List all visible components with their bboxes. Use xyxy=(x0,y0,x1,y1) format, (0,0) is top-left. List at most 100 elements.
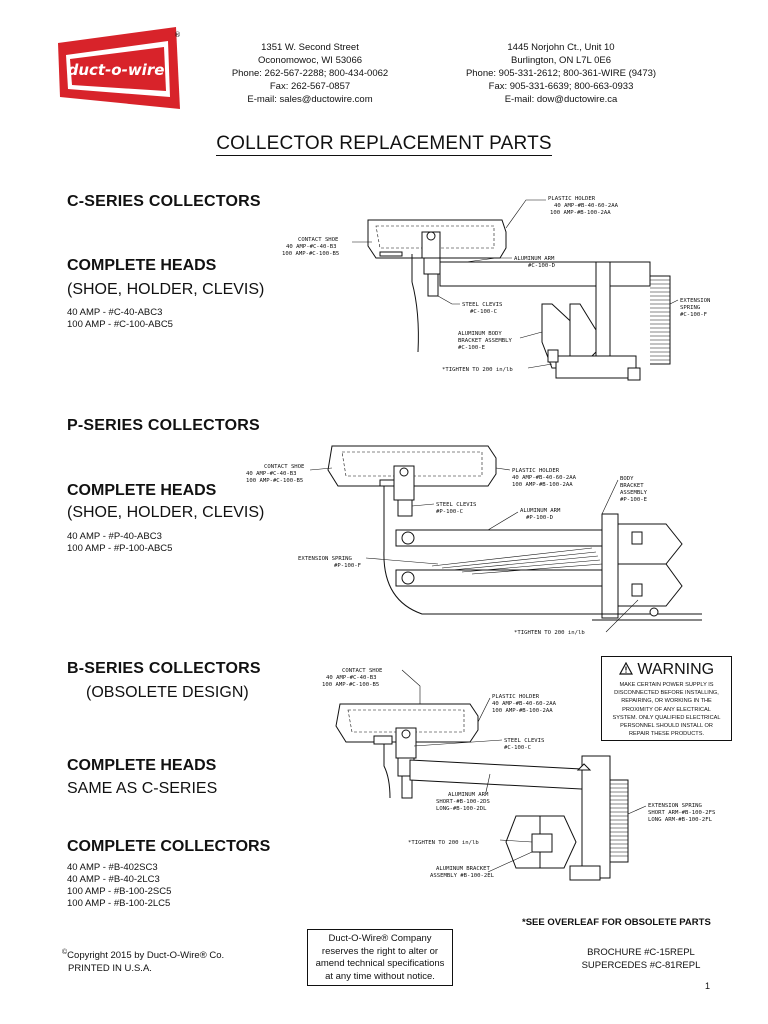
c-callout-contact-shoe-40: 40 AMP-#C-40-B3 xyxy=(286,244,337,250)
p-series-complete-heads: COMPLETE HEADS xyxy=(67,482,217,499)
warning-box: WARNING MAKE CERTAIN POWER SUPPLY IS DIS… xyxy=(601,656,732,741)
p-callout-plastic-holder-100: 100 AMP-#B-100-2AA xyxy=(512,482,573,488)
part-number: 100 AMP - #B-100-2SC5 xyxy=(67,886,172,897)
part-number: 40 AMP - #P-40-ABC3 xyxy=(67,531,162,542)
part-number: 100 AMP - #P-100-ABC5 xyxy=(67,543,173,554)
b-series-part-list: 40 AMP - #B-402SC3 40 AMP - #B-40-2LC3 1… xyxy=(67,862,171,910)
p-callout-contact-shoe: CONTACT SHOE xyxy=(264,464,305,470)
b-series-complete-heads: COMPLETE HEADS xyxy=(67,757,217,774)
b-callout-bracket-part: ASSEMBLY #B-100-2EL xyxy=(430,873,495,879)
p-callout-body-part: #P-100-E xyxy=(620,497,648,503)
b-callout-plastic-holder-40: 40 AMP-#B-40-60-2AA xyxy=(492,701,557,707)
copyright-line: Copyright 2015 by Duct-O-Wire® Co. xyxy=(67,950,225,961)
b-callout-extension-spring-long: LONG ARM-#B-100-2FL xyxy=(648,817,713,823)
office-us-line: 1351 W. Second Street xyxy=(261,42,359,53)
p-callout-aluminum-arm: ALUMINUM ARM xyxy=(520,508,561,514)
c-callout-extension-spring-2: SPRING xyxy=(680,305,701,311)
warning-line: PERSONNEL SHOULD INSTALL OR xyxy=(620,723,713,730)
b-callout-plastic-holder-100: 100 AMP-#B-100-2AA xyxy=(492,708,553,714)
notice-line: Duct-O-Wire® Company xyxy=(328,933,432,944)
p-series-part-list: 40 AMP - #P-40-ABC3 100 AMP - #P-100-ABC… xyxy=(67,531,172,555)
warning-title-text: WARNING xyxy=(637,661,715,678)
c-callout-bracket-part: #C-100-E xyxy=(458,345,486,351)
office-ca-address: 1445 Norjohn Ct., Unit 10 Burlington, ON… xyxy=(448,41,674,106)
b-callout-contact-shoe-100: 100 AMP-#C-100-B5 xyxy=(322,682,379,688)
b-callout-extension-spring: EXTENSION SPRING xyxy=(648,803,703,809)
brochure-block: BROCHURE #C-15REPL SUPERCEDES #C-81REPL xyxy=(568,946,714,972)
document-title-text: COLLECTOR REPLACEMENT PARTS xyxy=(216,133,552,156)
p-callout-aluminum-arm-part: #P-100-D xyxy=(526,515,554,521)
c-callout-extension-spring: EXTENSION xyxy=(680,298,710,304)
office-ca-line: Fax: 905-331-6639; 800-663-0933 xyxy=(488,81,634,92)
duct-o-wire-logo: duct-o-wire ® xyxy=(58,27,181,109)
office-ca-email: E-mail: dow@ductowire.ca xyxy=(504,94,618,105)
p-callout-steel-clevis: STEEL CLEVIS xyxy=(436,502,476,508)
c-callout-bracket-2: BRACKET ASSEMBLY xyxy=(458,338,513,344)
p-callout-steel-clevis-part: #P-100-C xyxy=(436,509,463,515)
notice-line: at any time without notice. xyxy=(325,970,435,982)
warning-line: PROXIMITY OF ANY ELECTRICAL xyxy=(622,706,711,713)
b-callout-steel-clevis-part: #C-100-C xyxy=(504,745,531,751)
b-callout-contact-shoe-40: 40 AMP-#C-40-B3 xyxy=(326,675,377,681)
c-callout-bracket: ALUMINUM BODY xyxy=(458,331,502,337)
document-title: COLLECTOR REPLACEMENT PARTS xyxy=(0,133,768,156)
c-series-heading: C-SERIES COLLECTORS xyxy=(67,193,261,210)
b-callout-tighten: *TIGHTEN TO 200 in/lb xyxy=(408,840,479,846)
copyright-symbol: © xyxy=(62,949,68,956)
p-series-subheading: (SHOE, HOLDER, CLEVIS) xyxy=(67,504,265,521)
b-callout-aluminum-arm: ALUMINUM ARM xyxy=(448,792,489,798)
b-series-spring-coils xyxy=(610,783,628,857)
part-number: 40 AMP - #C-40-ABC3 xyxy=(67,307,163,318)
office-us-email: E-mail: sales@ductowire.com xyxy=(247,94,373,105)
c-series-diagram: PLASTIC HOLDER 40 AMP-#B-40-60-2AA 100 A… xyxy=(282,196,710,381)
c-callout-aluminum-arm-part: #C-100-D xyxy=(528,263,556,269)
b-series-diagram: CONTACT SHOE 40 AMP-#C-40-B3 100 AMP-#C-… xyxy=(322,668,715,881)
c-callout-steel-clevis: STEEL CLEVIS xyxy=(462,302,502,308)
c-callout-plastic-holder: PLASTIC HOLDER xyxy=(548,196,596,202)
p-callout-body: BODY xyxy=(620,476,634,482)
p-callout-bracket: BRACKET xyxy=(620,483,644,489)
part-number: 40 AMP - #B-402SC3 xyxy=(67,862,158,873)
registered-mark: ® xyxy=(174,31,181,39)
p-callout-contact-shoe-40: 40 AMP-#C-40-B3 xyxy=(246,471,297,477)
office-us-line: Phone: 262-567-2288; 800-434-0062 xyxy=(231,68,389,79)
printed-line: PRINTED IN U.S.A. xyxy=(68,963,152,974)
b-callout-contact-shoe: CONTACT SHOE xyxy=(342,668,383,674)
b-callout-plastic-holder: PLASTIC HOLDER xyxy=(492,694,540,700)
b-callout-aluminum-arm-short: SHORT-#B-100-2DS xyxy=(436,799,490,805)
c-series-complete-heads: COMPLETE HEADS xyxy=(67,257,217,274)
brochure-number: BROCHURE #C-15REPL xyxy=(587,947,695,958)
b-series-complete-collectors: COMPLETE COLLECTORS xyxy=(67,838,271,855)
c-series-spring-coils xyxy=(650,279,670,361)
supercedes-number: SUPERCEDES #C-81REPL xyxy=(581,960,701,971)
b-series-heading: B-SERIES COLLECTORS xyxy=(67,660,261,677)
p-series-diagram: CONTACT SHOE 40 AMP-#C-40-B3 100 AMP-#C-… xyxy=(246,445,702,636)
overleaf-note: *SEE OVERLEAF FOR OBSOLETE PARTS xyxy=(522,917,711,928)
p-callout-plastic-holder-40: 40 AMP-#B-40-60-2AA xyxy=(512,475,577,481)
copyright-block: ©Copyright 2015 by Duct-O-Wire® Co. PRIN… xyxy=(62,946,224,975)
p-callout-assembly: ASSEMBLY xyxy=(620,490,648,496)
b-series-subheading: (OBSOLETE DESIGN) xyxy=(86,684,249,701)
c-callout-tighten: *TIGHTEN TO 200 in/lb xyxy=(442,367,513,373)
warning-line: SYSTEM. ONLY QUALIFIED ELECTRICAL xyxy=(612,714,721,721)
logo-wordmark: duct-o-wire xyxy=(68,61,165,79)
b-callout-bracket: ALUMINUM BRACKET xyxy=(436,866,491,872)
page-number: 1 xyxy=(705,981,711,991)
part-number: 40 AMP - #B-40-2LC3 xyxy=(67,874,160,885)
notice-line: reserves the right to alter or xyxy=(321,945,439,957)
notice-line: amend technical specifications xyxy=(315,958,445,969)
b-callout-aluminum-arm-long: LONG-#B-100-2DL xyxy=(436,806,487,812)
office-us-line: Oconomowoc, WI 53066 xyxy=(257,55,363,66)
office-us-line: Fax: 262-567-0857 xyxy=(269,81,351,92)
office-us-address: 1351 W. Second Street Oconomowoc, WI 530… xyxy=(212,41,408,106)
c-callout-steel-clevis-part: #C-100-C xyxy=(470,309,497,315)
p-callout-extension-spring-part: #P-100-F xyxy=(334,563,362,569)
p-series-heading: P-SERIES COLLECTORS xyxy=(67,417,260,434)
warning-text: MAKE CERTAIN POWER SUPPLY IS DISCONNECTE… xyxy=(602,681,731,738)
b-series-same-as: SAME AS C-SERIES xyxy=(67,780,218,797)
c-series-part-list: 40 AMP - #C-40-ABC3 100 AMP - #C-100-ABC… xyxy=(67,307,173,331)
b-callout-steel-clevis: STEEL CLEVIS xyxy=(504,738,544,744)
c-callout-plastic-holder-40: 40 AMP-#B-40-60-2AA xyxy=(554,203,619,209)
office-ca-line: Phone: 905-331-2612; 800-361-WIRE (9473) xyxy=(465,68,657,79)
office-ca-line: Burlington, ON L7L 0E6 xyxy=(511,55,611,66)
